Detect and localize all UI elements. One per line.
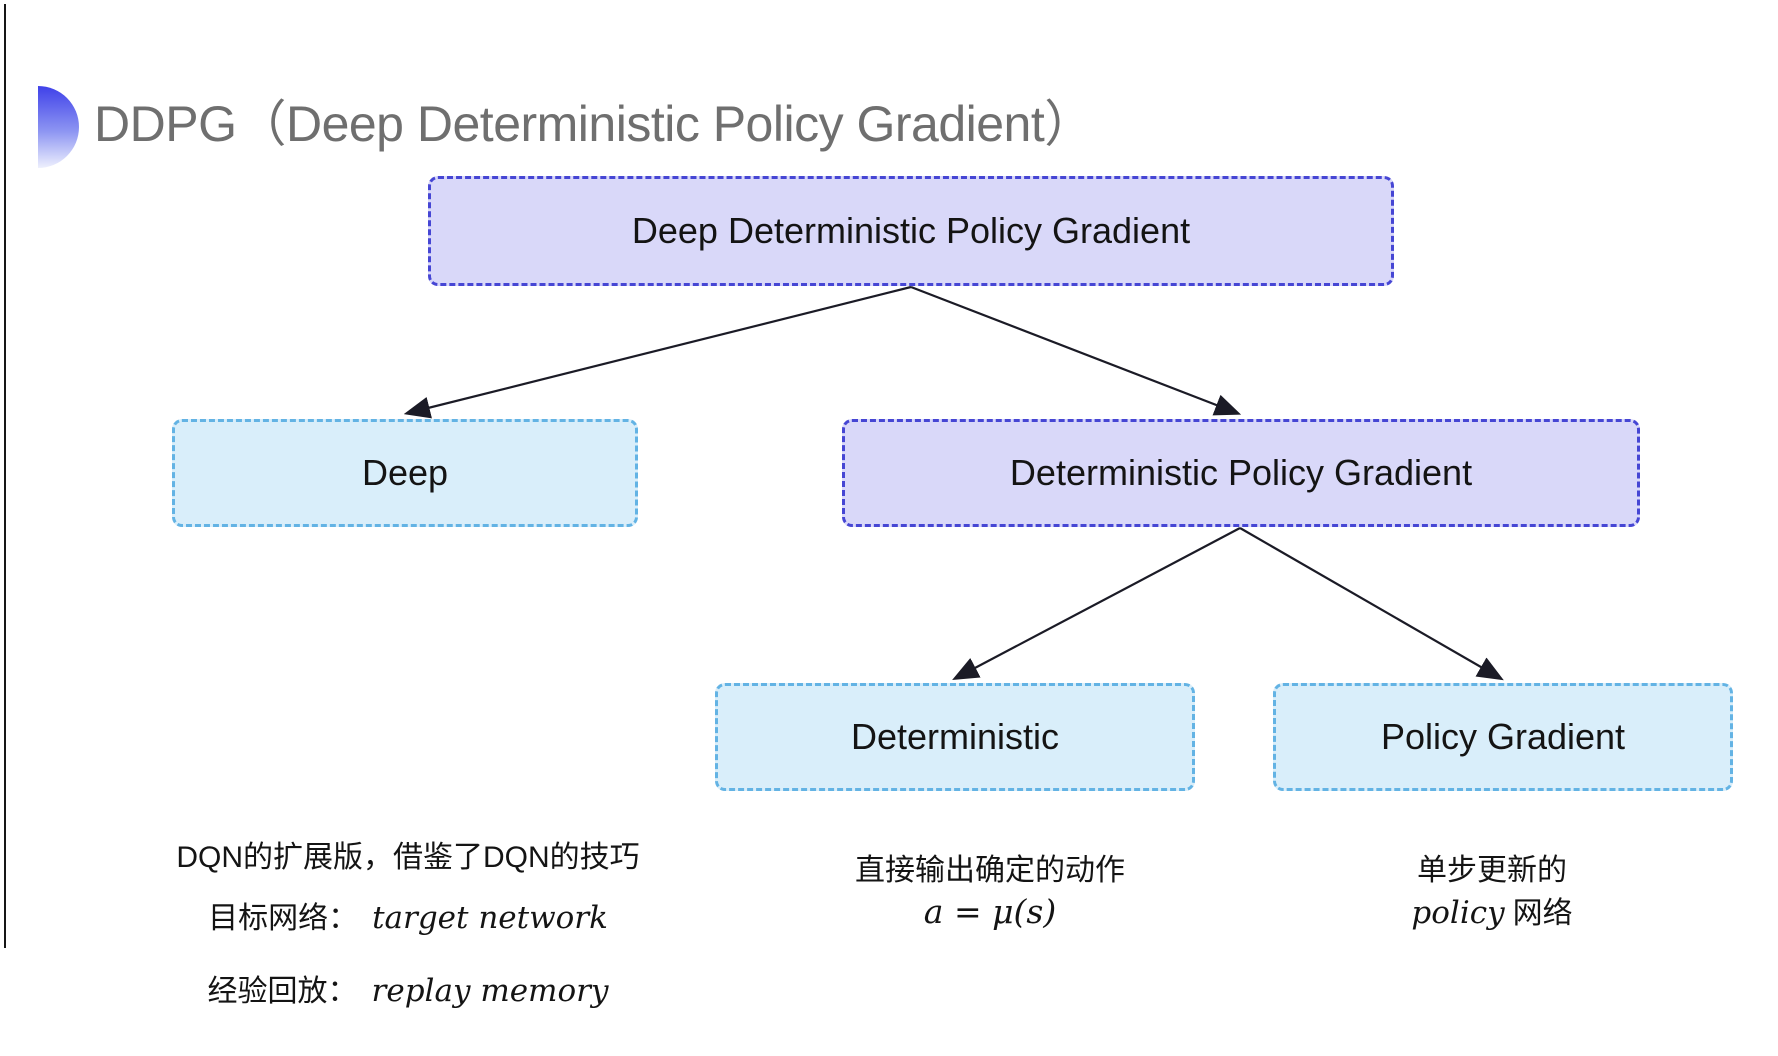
node-deterministic-policy-gradient: Deterministic Policy Gradient xyxy=(842,419,1640,527)
arrow-dpg-to-deterministic xyxy=(952,527,1241,681)
note-deep: DQN的扩展版，借鉴了DQN的技巧 目标网络： target network 经验… xyxy=(128,837,688,1013)
note-pg-line1: 单步更新的 xyxy=(1417,854,1567,887)
note-term-replay-memory: replay memory xyxy=(371,973,609,1009)
note-term-target-network: target network xyxy=(372,900,608,936)
left-edge-line xyxy=(4,4,6,948)
arrow-root-to-deep xyxy=(403,285,912,419)
node-deep: Deep xyxy=(172,419,638,527)
node-deep-deterministic-policy-gradient: Deep Deterministic Policy Gradient xyxy=(428,176,1394,286)
arrow-dpg-to-policy-gradient xyxy=(1239,527,1504,681)
note-deep-line1: DQN的扩展版，借鉴了DQN的技巧 xyxy=(176,841,640,874)
note-label-target-network: 目标网络： xyxy=(208,902,359,935)
note-deep-line3: 经验回放： replay memory xyxy=(128,970,688,1013)
node-policy-gradient: Policy Gradient xyxy=(1273,683,1733,791)
note-det-line1: 直接输出确定的动作 xyxy=(855,854,1125,887)
note-det-formula: a = μ(s) xyxy=(923,892,1057,931)
arrow-root-to-dpg xyxy=(910,285,1242,416)
node-label: Policy Gradient xyxy=(1380,716,1626,757)
note-deep-line2: 目标网络： target network xyxy=(128,897,688,940)
note-label-replay-memory: 经验回放： xyxy=(207,975,358,1008)
node-label: Deep xyxy=(361,452,449,493)
page-title: DDPG（Deep Deterministic Policy Gradient） xyxy=(94,96,1094,152)
accent-semicircle-icon xyxy=(38,86,79,168)
note-label-network: 网络 xyxy=(1512,897,1573,930)
node-deterministic: Deterministic xyxy=(715,683,1195,791)
node-label: Deep Deterministic Policy Gradient xyxy=(631,210,1191,251)
node-label: Deterministic xyxy=(850,716,1060,757)
node-label: Deterministic Policy Gradient xyxy=(1009,452,1473,493)
note-term-policy: policy xyxy=(1411,895,1505,931)
note-deterministic: 直接输出确定的动作 a = μ(s) xyxy=(770,850,1210,932)
